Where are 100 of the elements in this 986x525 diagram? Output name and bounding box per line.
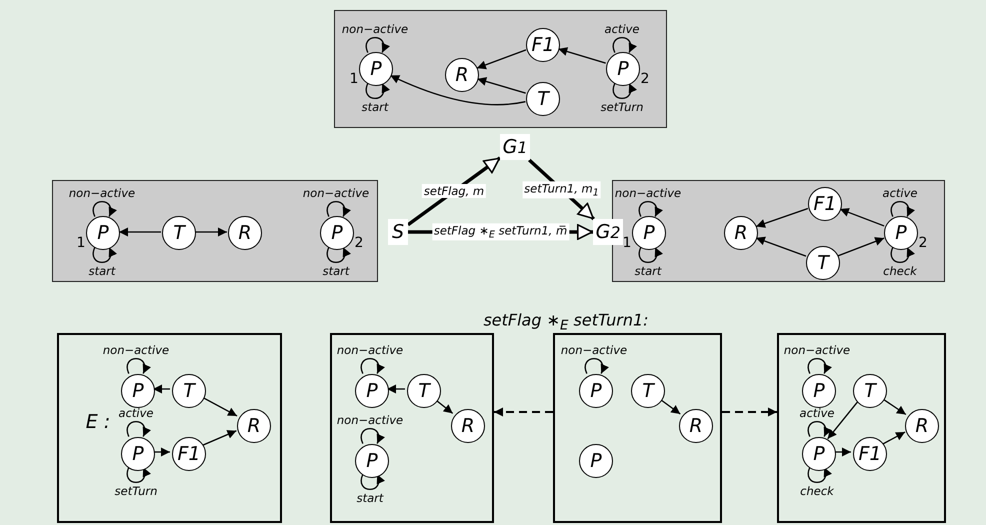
arrow	[153, 384, 170, 394]
edge-label: non−active	[614, 186, 682, 200]
arrow	[153, 448, 170, 456]
edge-label: non−active	[68, 186, 136, 200]
edge-label: setTurn	[114, 484, 158, 498]
edge-label: non−active	[336, 413, 404, 427]
node-circle: F1	[853, 437, 887, 471]
arrow	[195, 228, 227, 236]
node-circle: R	[451, 409, 485, 443]
loop-arrow	[126, 358, 150, 374]
loop-arrow	[612, 36, 636, 53]
node-circle: P	[606, 52, 640, 86]
loop-arrow	[808, 358, 832, 374]
arrow	[390, 74, 526, 106]
edge-label: active	[118, 406, 154, 420]
edge-label: start	[634, 264, 662, 278]
node-circle: P	[121, 437, 155, 471]
node-circle: T	[526, 82, 560, 116]
edge-label: check	[800, 484, 834, 498]
edge-label: setTurn	[600, 100, 644, 114]
node-circle: P	[802, 374, 836, 408]
node-circle: T	[172, 374, 206, 408]
panel-label: E :	[86, 411, 110, 433]
node-circle: R	[445, 58, 479, 92]
node-circle: P	[802, 437, 836, 471]
arrow	[834, 448, 851, 456]
edge-label: non−active	[784, 343, 850, 357]
node-circle: T	[631, 374, 665, 408]
graph-label: S	[388, 219, 408, 245]
arrow	[882, 431, 906, 445]
graph-panel	[330, 333, 494, 523]
edge-label: setFlag, m	[422, 184, 486, 198]
arrow	[477, 77, 526, 94]
node-circle: F1	[526, 28, 560, 62]
arrow	[558, 47, 606, 64]
loop-arrow	[638, 247, 662, 264]
arrow	[202, 396, 238, 417]
loop-arrow	[360, 358, 384, 374]
node-circle: F1	[808, 187, 842, 221]
arrow	[840, 208, 884, 227]
node-circle: F1	[172, 437, 206, 471]
graph-panel	[553, 333, 722, 523]
dashed-arrow	[494, 408, 553, 416]
edge-label: start	[356, 491, 384, 505]
edge-label: start	[88, 264, 116, 278]
node-circle: R	[228, 216, 262, 250]
edge-label: active	[800, 406, 834, 420]
loop-arrow	[366, 36, 390, 53]
node-number: 1	[622, 235, 632, 251]
node-number: 2	[640, 71, 650, 87]
edge-label: non−active	[102, 343, 170, 357]
node-circle: P	[320, 216, 354, 250]
node-circle: R	[237, 409, 271, 443]
edge-label: setTurn1, m$_{1}$	[522, 180, 601, 198]
edge-label: start	[322, 264, 350, 278]
loop-arrow	[808, 467, 832, 484]
edge-label: non−active	[560, 343, 628, 357]
graph-panel	[334, 10, 667, 128]
node-number: 1	[350, 71, 358, 87]
arrow	[882, 398, 906, 416]
edge-label: non−active	[342, 22, 408, 36]
edge-label: setFlag ∗$_{E}$ setTurn1, m̅	[432, 223, 570, 241]
node-circle: R	[724, 216, 758, 250]
loop-arrow	[326, 247, 350, 264]
edge-label: active	[604, 22, 640, 36]
loop-arrow	[612, 83, 636, 100]
loop-arrow	[584, 358, 608, 374]
loop-arrow	[360, 474, 384, 490]
node-circle: T	[853, 374, 887, 408]
arrow	[387, 384, 405, 394]
loop-arrow	[126, 467, 150, 484]
node-circle: P	[355, 374, 389, 408]
node-circle: P	[579, 374, 613, 408]
arrow	[434, 399, 454, 414]
arrow	[756, 236, 806, 257]
graph-panel	[612, 180, 945, 282]
arrow	[827, 402, 858, 440]
loop-arrow	[638, 200, 662, 217]
loop-arrow	[366, 83, 390, 100]
node-circle: P	[86, 216, 120, 250]
node-number: 2	[354, 235, 364, 251]
arrow	[756, 208, 808, 228]
formula-heading: setFlag ∗$_{E}$ setTurn1:	[483, 310, 649, 334]
loop-arrow	[890, 200, 914, 217]
loop-arrow	[360, 428, 384, 444]
dashed-arrow	[722, 408, 777, 416]
node-circle: P	[884, 216, 918, 250]
graph-panel	[777, 333, 946, 523]
loop-arrow	[890, 247, 914, 264]
node-circle: R	[679, 409, 713, 443]
edge-label: non−active	[336, 343, 404, 357]
arrow	[659, 398, 681, 415]
node-number: 2	[918, 235, 928, 251]
graph-panel	[52, 180, 378, 282]
graph-panel	[57, 333, 282, 523]
arrow	[202, 430, 237, 446]
loop-arrow	[92, 247, 116, 264]
node-circle: R	[905, 409, 939, 443]
edge-label: active	[882, 186, 918, 200]
arrow	[838, 237, 884, 256]
